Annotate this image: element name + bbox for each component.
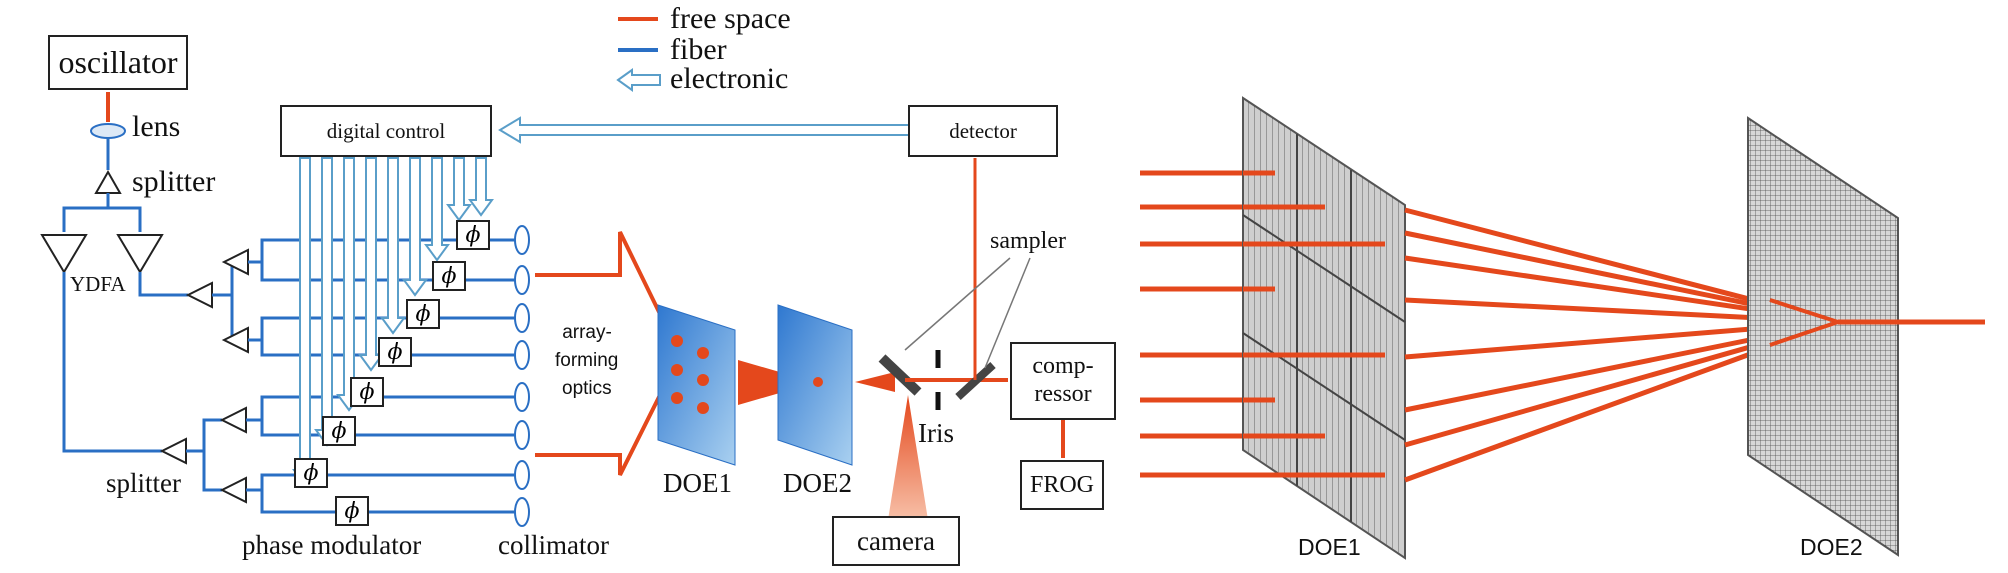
legend-free-space-label: free space: [670, 2, 791, 35]
splitter-bottom-label: splitter: [106, 468, 181, 498]
digital-control-box: digital control: [280, 105, 492, 157]
phase-modulator-7: ϕ: [432, 261, 466, 291]
legend-electronic-arrow: [616, 68, 661, 92]
doe2-label: DOE2: [783, 468, 852, 498]
splitter-top-icon: [94, 169, 122, 194]
compressor-label-line2: ressor: [1034, 381, 1092, 407]
collimator-array: [514, 225, 530, 527]
splitter-top-label: splitter: [132, 165, 216, 198]
doe1-spots: [671, 335, 709, 414]
frog-box: FROG: [1020, 460, 1104, 510]
array-optics-line2: forming: [555, 350, 619, 371]
right-doe1-label: DOE1: [1298, 534, 1361, 560]
doe1-label: DOE1: [663, 468, 732, 498]
ydfa-amp-2: [116, 234, 164, 274]
compressor-label-line1: comp-: [1032, 353, 1094, 380]
collimator-label: collimator: [498, 530, 609, 560]
lens-icon: [90, 123, 126, 139]
detector-feedback-arrow: [498, 116, 911, 144]
phase-modulator-3: ϕ: [322, 416, 356, 446]
phase-modulator-6: ϕ: [406, 299, 440, 329]
digital-control-label: digital control: [326, 118, 446, 143]
detector-label: detector: [949, 118, 1017, 143]
phase-modulator-label: phase modulator: [242, 530, 422, 560]
phase-modulator-8: ϕ: [456, 220, 490, 250]
array-optics-line1: array-: [562, 322, 612, 343]
array-optics-line3: optics: [562, 378, 612, 399]
splitter-bottom-icon: [159, 437, 187, 465]
lens-label: lens: [132, 110, 181, 143]
iris-label: Iris: [918, 418, 954, 448]
detector-box: detector: [908, 105, 1058, 157]
camera-box: camera: [832, 516, 960, 566]
frog-label: FROG: [1029, 471, 1095, 498]
camera-beam: [888, 395, 928, 520]
phase-modulator-1: ϕ: [335, 496, 369, 526]
phase-modulator-2: ϕ: [294, 458, 328, 488]
ydfa-amp-1: [40, 234, 88, 274]
sampler-mirror: [955, 362, 996, 400]
camera-label: camera: [857, 525, 935, 556]
right-doe2-label: DOE2: [1800, 534, 1863, 560]
doe1-plate: [657, 304, 736, 466]
ydfa-label: YDFA: [70, 272, 126, 296]
right-beam-tips: [1243, 170, 1385, 478]
compressor-box: comp- ressor: [1010, 342, 1116, 420]
phase-modulator-4: ϕ: [350, 377, 384, 407]
legend-electronic-label: electronic: [670, 62, 789, 95]
legend-fiber-label: fiber: [670, 33, 727, 66]
legend-swatches: [616, 17, 661, 92]
sampler-label: sampler: [990, 228, 1066, 254]
oscillator-label: oscillator: [58, 44, 178, 80]
mirror-1: [878, 354, 922, 396]
phase-modulator-5: ϕ: [378, 337, 412, 367]
oscillator-box: oscillator: [48, 35, 188, 90]
